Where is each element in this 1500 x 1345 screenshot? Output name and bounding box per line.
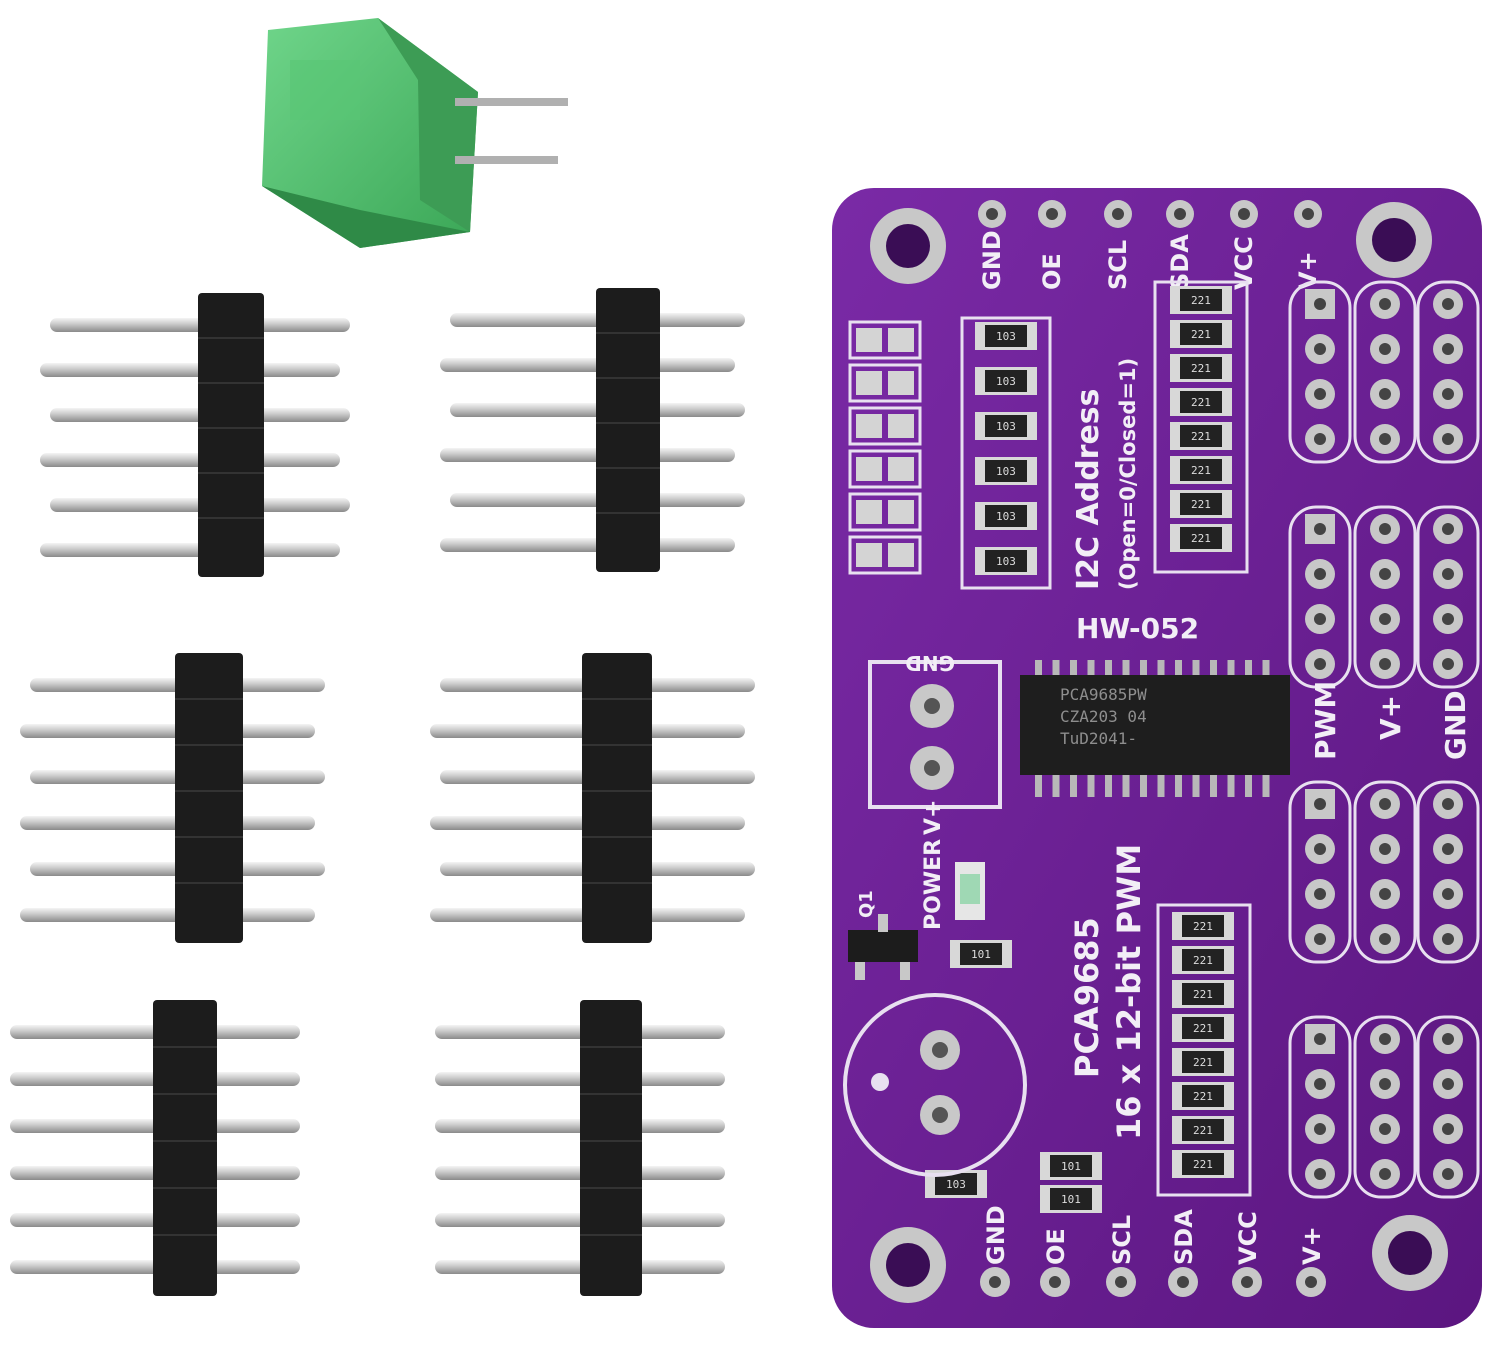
- smd-resistor: 221: [1172, 1014, 1234, 1042]
- pin-header: [40, 293, 350, 577]
- top-pin-pads: [978, 200, 1322, 228]
- svg-text:221: 221: [1193, 1124, 1213, 1137]
- smd-resistor: 101: [950, 940, 1012, 968]
- svg-text:221: 221: [1191, 532, 1211, 545]
- pin-header: [435, 1000, 725, 1296]
- servo-header-pads: [1288, 280, 1480, 1199]
- top-pin-label: SCL: [1104, 240, 1132, 290]
- electrolytic-capacitor-outline: [843, 993, 1027, 1177]
- mounting-hole: [1372, 1215, 1448, 1291]
- smd-resistor: 221: [1170, 422, 1232, 450]
- svg-text:103: 103: [996, 330, 1016, 343]
- svg-text:221: 221: [1193, 920, 1213, 933]
- smd-resistor: 103: [975, 457, 1037, 485]
- top-pin-label: GND: [978, 230, 1006, 290]
- smd-resistor: 221: [1172, 1150, 1234, 1178]
- smd-resistor: 221: [1172, 980, 1234, 1008]
- smd-resistor: 221: [1170, 354, 1232, 382]
- screw-terminal-block: [262, 18, 568, 248]
- header-gnd-label: GND: [1439, 690, 1472, 760]
- smd-resistor: 103: [975, 322, 1037, 350]
- bottom-pin-labels: GND OE SCL SDA VCC V+: [982, 1205, 1326, 1265]
- svg-text:221: 221: [1191, 328, 1211, 341]
- bottom-pin-label: SCL: [1108, 1215, 1136, 1265]
- pin-headers: [10, 288, 755, 1296]
- smd-resistor: 101: [1040, 1152, 1102, 1180]
- chip-marking-line1: PCA9685PW: [1060, 685, 1147, 704]
- pca9685-chip: PCA9685PW CZA203 04 TuD2041-: [1020, 660, 1290, 797]
- smd-resistor: 103: [975, 412, 1037, 440]
- smd-resistor: 221: [1170, 490, 1232, 518]
- svg-text:221: 221: [1193, 988, 1213, 1001]
- smd-resistor: 221: [1170, 524, 1232, 552]
- smd-resistor: 221: [1170, 388, 1232, 416]
- svg-text:101: 101: [1061, 1160, 1081, 1173]
- q1-label: Q1: [856, 890, 877, 918]
- mounting-hole: [1356, 202, 1432, 278]
- smd-resistor: 101: [1040, 1185, 1102, 1213]
- i2c-address-label: I2C Address: [1071, 388, 1106, 590]
- svg-text:221: 221: [1193, 1056, 1213, 1069]
- pin-header: [430, 653, 755, 943]
- bottom-pin-label: VCC: [1234, 1211, 1262, 1265]
- board-description: 16 x 12-bit PWM: [1110, 844, 1148, 1140]
- bottom-pin-label: GND: [982, 1205, 1010, 1265]
- svg-text:221: 221: [1191, 396, 1211, 409]
- smd-resistor: 221: [1172, 1116, 1234, 1144]
- smd-resistor: 221: [1170, 286, 1232, 314]
- svg-text:221: 221: [1193, 954, 1213, 967]
- svg-text:101: 101: [1061, 1193, 1081, 1206]
- svg-text:103: 103: [996, 555, 1016, 568]
- address-jumpers: [848, 320, 922, 575]
- svg-text:101: 101: [971, 948, 991, 961]
- svg-text:103: 103: [996, 510, 1016, 523]
- smd-resistor: 221: [1172, 1082, 1234, 1110]
- bottom-pin-pads: [980, 1267, 1326, 1297]
- board-model-label: HW-052: [1076, 612, 1199, 645]
- bottom-pin-label: V+: [1298, 1226, 1326, 1265]
- svg-text:103: 103: [996, 420, 1016, 433]
- svg-text:221: 221: [1193, 1022, 1213, 1035]
- header-pwm-label: PWM: [1309, 681, 1342, 760]
- header-vplus-label: V+: [1374, 695, 1407, 740]
- bottom-pin-label: SDA: [1170, 1209, 1198, 1265]
- svg-text:221: 221: [1191, 362, 1211, 375]
- pin-header: [20, 653, 325, 943]
- terminal-vplus-label: V+: [921, 800, 946, 835]
- svg-text:221: 221: [1191, 294, 1211, 307]
- smd-resistor: 221: [1172, 1048, 1234, 1076]
- pin-header: [440, 288, 745, 572]
- chip-marking-line2: CZA203 04: [1060, 707, 1147, 726]
- svg-text:221: 221: [1191, 498, 1211, 511]
- smd-resistor: 103: [975, 367, 1037, 395]
- smd-resistor: 221: [1172, 912, 1234, 940]
- smd-resistor: 221: [1170, 456, 1232, 484]
- smd-resistor: 103: [975, 547, 1037, 575]
- resistor-arrays: 103 103 103 103 103 103 221 221 221 221 221 221 221 2…: [925, 280, 1252, 1213]
- svg-text:103: 103: [996, 465, 1016, 478]
- chip-marking-line3: TuD2041-: [1060, 729, 1137, 748]
- bottom-pin-label: OE: [1042, 1228, 1070, 1265]
- i2c-address-sublabel: (Open=0/Closed=1): [1116, 358, 1140, 590]
- board-chip-label: PCA9685: [1068, 917, 1106, 1078]
- svg-text:221: 221: [1191, 464, 1211, 477]
- pin-header: [10, 1000, 300, 1296]
- svg-text:103: 103: [996, 375, 1016, 388]
- smd-resistor: 103: [925, 1170, 987, 1198]
- svg-text:103: 103: [946, 1178, 966, 1191]
- smd-resistor: 221: [1172, 946, 1234, 974]
- svg-text:221: 221: [1193, 1090, 1213, 1103]
- svg-text:221: 221: [1191, 430, 1211, 443]
- smd-resistor: 103: [975, 502, 1037, 530]
- mounting-hole: [870, 208, 946, 284]
- svg-text:221: 221: [1193, 1158, 1213, 1171]
- terminal-gnd-label: GND: [905, 651, 955, 675]
- smd-resistor: 221: [1170, 320, 1232, 348]
- mounting-hole: [870, 1227, 946, 1303]
- top-pin-label: OE: [1038, 253, 1066, 290]
- power-label: POWER: [921, 839, 946, 930]
